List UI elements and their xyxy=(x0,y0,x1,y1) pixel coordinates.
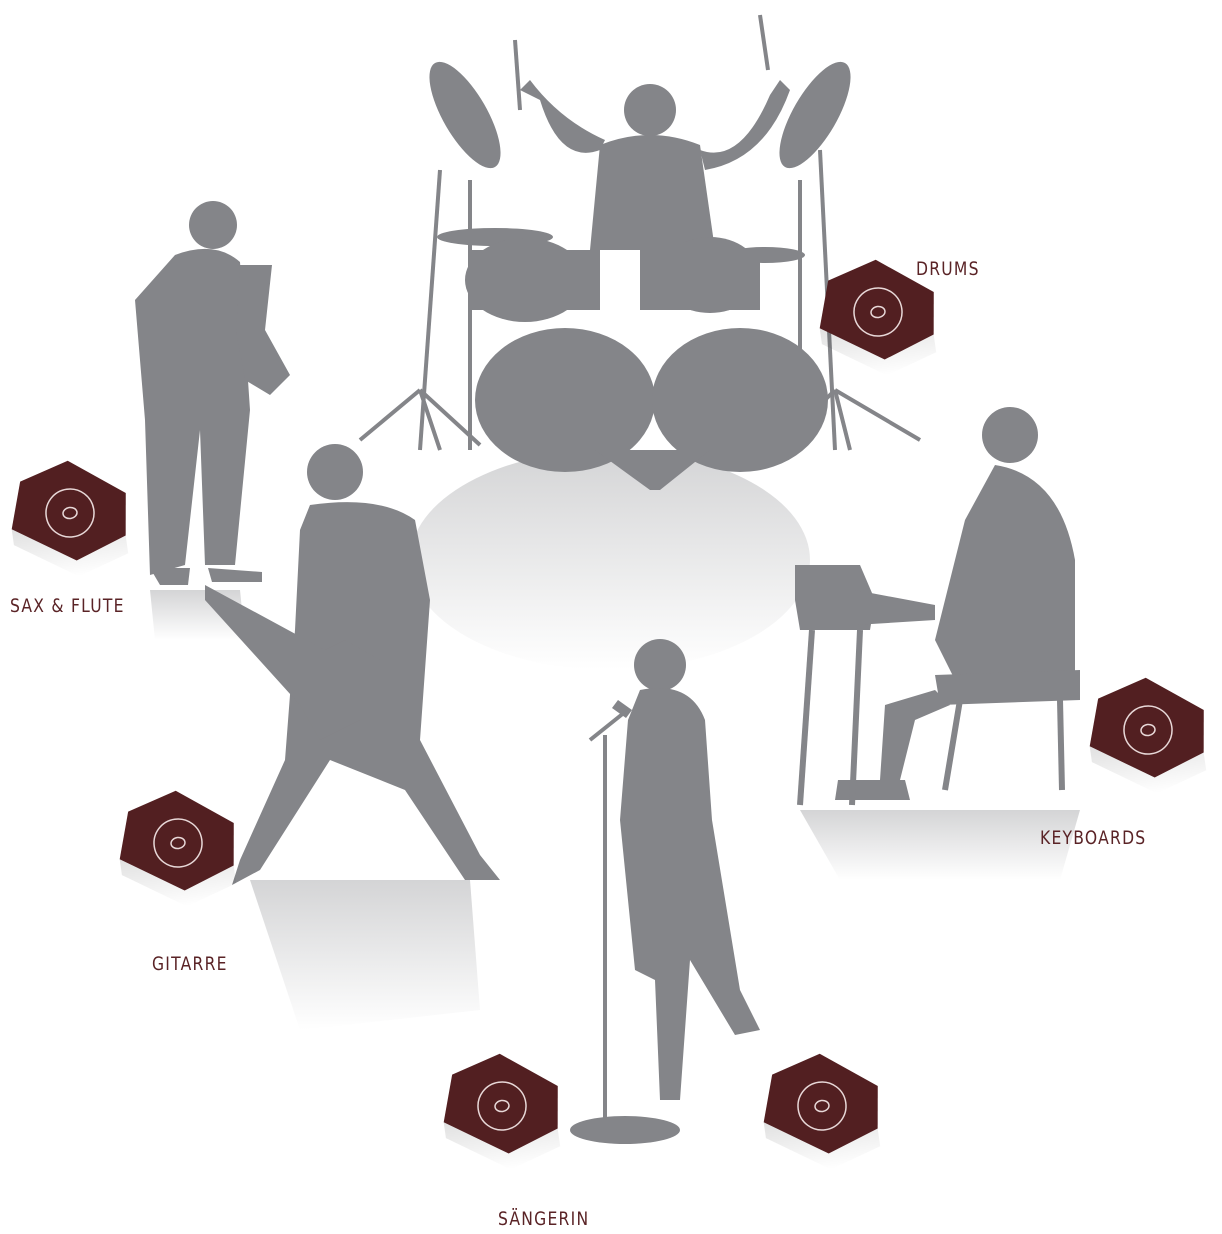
label-saengerin: SÄNGERIN xyxy=(498,1208,589,1230)
sax-player-silhouette xyxy=(135,201,290,640)
monitor-speaker-singer-left xyxy=(435,1046,568,1177)
label-gitarre: GITARRE xyxy=(152,953,228,975)
label-keyboards: KEYBOARDS xyxy=(1040,827,1146,849)
monitor-speaker-guitar xyxy=(111,783,244,914)
monitor-speaker-sax xyxy=(3,453,136,584)
monitor-speaker-singer-right xyxy=(755,1046,888,1177)
singer-silhouette xyxy=(570,639,760,1144)
label-sax-flute: SAX & FLUTE xyxy=(10,595,125,617)
monitor-speaker-keyboards xyxy=(1081,670,1214,801)
label-drums: DRUMS xyxy=(916,258,980,280)
keyboardist-silhouette xyxy=(795,407,1080,880)
